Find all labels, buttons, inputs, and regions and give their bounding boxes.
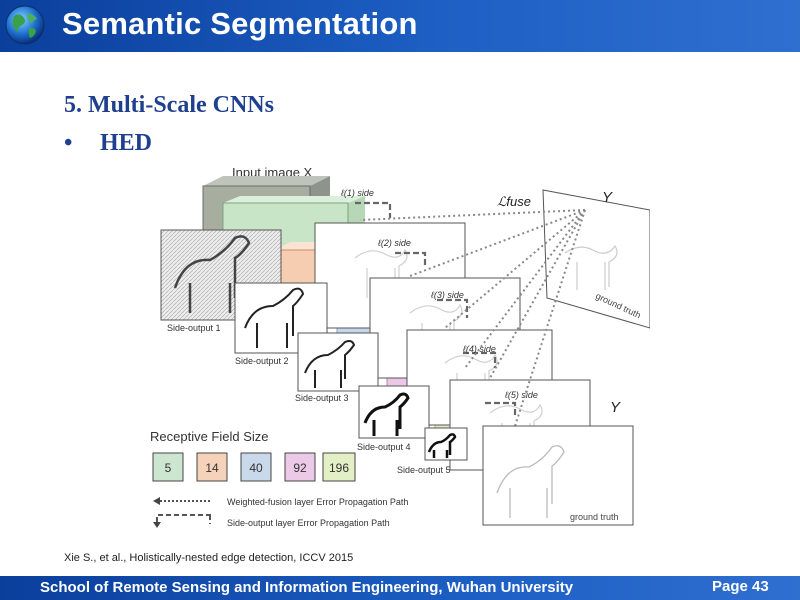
side-output-image-5 [424, 427, 468, 461]
receptive-field-boxes: 5 14 40 92 196 [152, 452, 356, 482]
side-output-image-4 [358, 385, 430, 439]
slide-header: Semantic Segmentation [0, 0, 800, 52]
side-output-5-label: Side-output 5 [397, 465, 451, 475]
ground-truth-top-panel: ground truth [542, 189, 650, 329]
rf-value-4: 92 [293, 461, 307, 475]
section-heading: 5. Multi-Scale CNNs [64, 92, 274, 118]
side-loss-5: ℓ(5) side [504, 390, 538, 400]
rf-box-4 [284, 452, 316, 482]
slide-title: Semantic Segmentation [62, 6, 418, 41]
rf-box-2 [196, 452, 228, 482]
bullet-item: • HED [64, 130, 152, 157]
side-output-1-label: Side-output 1 [167, 323, 221, 333]
side-output-paths [355, 201, 517, 416]
rf-value-1: 5 [165, 461, 172, 475]
side-output-2-label: Side-output 2 [235, 356, 289, 366]
page-number: Page 43 [712, 578, 769, 595]
ground-truth-bottom-panel: ground truth [482, 425, 634, 526]
side-loss-3: ℓ(3) side [430, 290, 464, 300]
hed-architecture-figure: Input image X [150, 165, 650, 528]
bullet-text: HED [100, 130, 153, 156]
side-loss-4: ℓ(4) side [462, 344, 496, 354]
slide-footer: School of Remote Sensing and Information… [0, 576, 800, 600]
rf-box-3 [240, 452, 272, 482]
citation: Xie S., et al., Holistically-nested edge… [64, 552, 354, 564]
globe-icon [5, 5, 45, 45]
arrow-down-icon [153, 522, 161, 528]
rf-value-3: 40 [249, 461, 263, 475]
fuse-loss-label: ℒfuse [497, 194, 531, 209]
ground-truth-bottom-label: ground truth [570, 512, 619, 522]
fusion-lines [359, 209, 586, 427]
bullet-icon: • [64, 130, 73, 156]
arrow-left-icon [153, 497, 160, 505]
side-loss-1: ℓ(1) side [340, 188, 374, 198]
rf-value-2: 14 [205, 461, 219, 475]
rf-value-5: 196 [329, 461, 349, 475]
y-label-bottom: Y [610, 399, 621, 416]
side-output-image-3 [297, 332, 379, 392]
rf-box-5 [322, 452, 356, 482]
side-output-path-legend: Side-output layer Error Propagation Path [153, 514, 390, 528]
rf-box-1 [152, 452, 184, 482]
weighted-fusion-text: Weighted-fusion layer Error Propagation … [227, 497, 408, 507]
side-output-3-label: Side-output 3 [295, 393, 349, 403]
side-output-path-text: Side-output layer Error Propagation Path [227, 518, 390, 528]
school-name: School of Remote Sensing and Information… [40, 579, 574, 596]
y-label-top: Y [602, 189, 613, 206]
side-output-4-label: Side-output 4 [357, 442, 411, 452]
weighted-fusion-legend: Weighted-fusion layer Error Propagation … [153, 497, 408, 507]
receptive-field-title: Receptive Field Size [150, 429, 269, 444]
side-loss-2: ℓ(2) side [377, 238, 411, 248]
